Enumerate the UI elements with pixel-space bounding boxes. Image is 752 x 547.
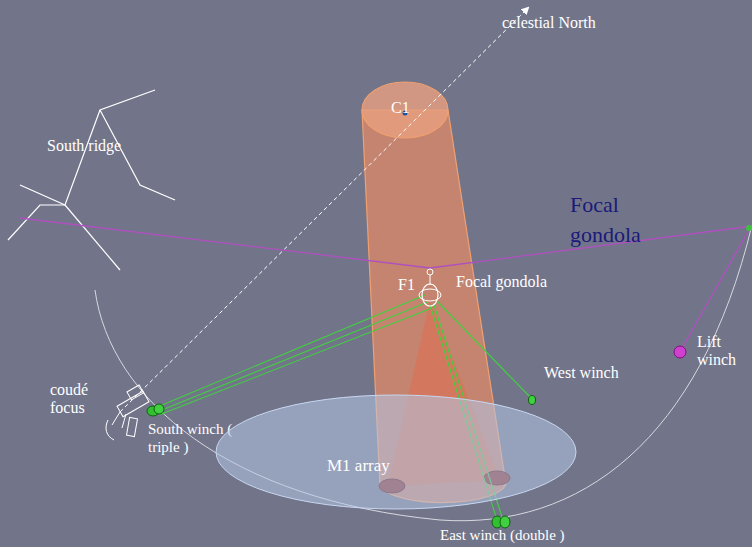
east-winch bbox=[500, 516, 510, 528]
gondola-top bbox=[427, 269, 433, 275]
gondola-cable bbox=[20, 218, 752, 268]
label: West winch bbox=[544, 364, 644, 382]
focal-gondola bbox=[422, 284, 438, 306]
array-ellipse bbox=[215, 394, 577, 510]
label: Lift winch bbox=[697, 333, 747, 369]
node-label: M1 array bbox=[327, 456, 390, 476]
label: South ridge bbox=[47, 137, 157, 155]
winch-cable bbox=[436, 300, 531, 398]
label: C1 bbox=[391, 99, 431, 117]
ridge-line bbox=[8, 90, 155, 240]
north-axis bbox=[120, 8, 528, 412]
mirror-array: M1 array bbox=[215, 394, 577, 510]
ridge-line bbox=[100, 110, 175, 200]
west-winch bbox=[529, 396, 536, 405]
winch-cable bbox=[155, 295, 425, 408]
label: coudé focus bbox=[50, 381, 110, 417]
ridge-line bbox=[65, 205, 120, 270]
label: East winch (double ) bbox=[440, 526, 620, 544]
label: celestial North bbox=[502, 14, 642, 32]
label: Focal gondola bbox=[570, 190, 680, 250]
south-winch bbox=[154, 404, 164, 414]
label: Focal gondola bbox=[456, 273, 576, 291]
focal-gondola bbox=[419, 289, 441, 301]
label: F1 bbox=[398, 276, 428, 294]
coude-telescope bbox=[106, 385, 149, 440]
ridge-line bbox=[20, 185, 65, 205]
lift-winch bbox=[674, 346, 686, 358]
pulley bbox=[746, 225, 752, 231]
